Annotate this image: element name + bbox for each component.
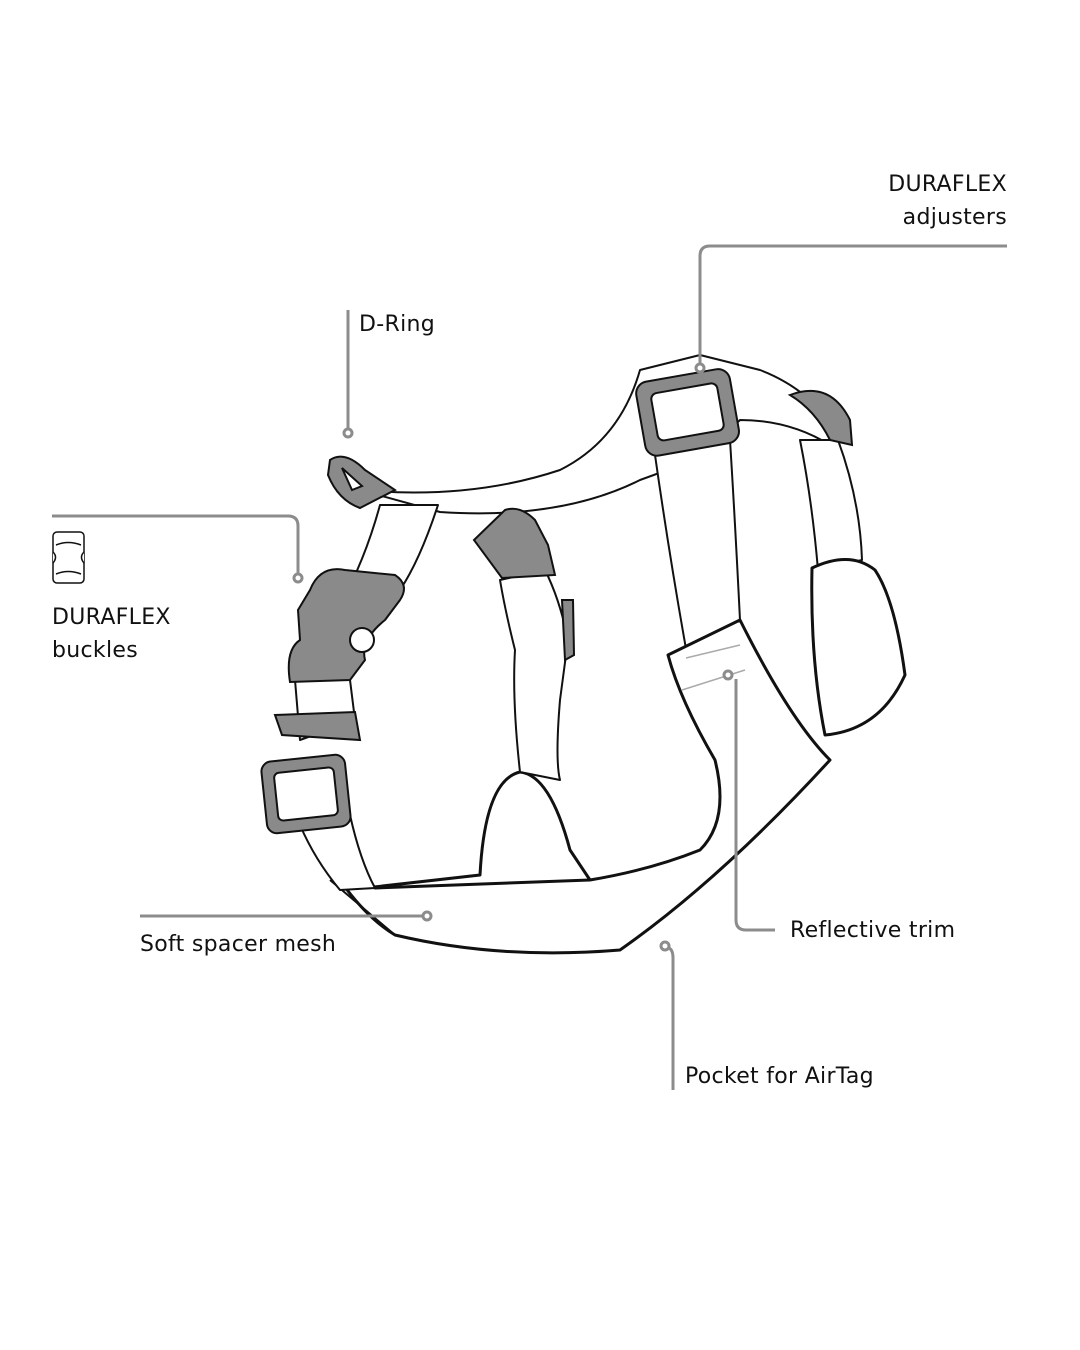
d-ring xyxy=(326,455,397,510)
label-d-ring: D-Ring xyxy=(359,312,435,337)
hardware xyxy=(260,368,854,835)
label-mesh: Soft spacer mesh xyxy=(140,932,337,957)
leader-pocket xyxy=(668,946,675,1090)
harness-body xyxy=(294,354,907,955)
label-adjusters-line1: DURAFLEX xyxy=(888,172,1007,197)
side-buckle xyxy=(287,568,405,684)
label-buckles-line1: DURAFLEX xyxy=(52,605,171,630)
label-adjusters: DURAFLEX adjusters xyxy=(888,168,1007,234)
leader-buckles xyxy=(52,514,300,574)
label-buckles-line2: buckles xyxy=(52,638,138,663)
label-buckles: DURAFLEX buckles xyxy=(52,601,171,667)
label-adjusters-line2: adjusters xyxy=(902,205,1007,230)
leader-adjusters xyxy=(698,244,1007,364)
label-pocket: Pocket for AirTag xyxy=(685,1064,874,1089)
buckle-icon xyxy=(52,531,85,584)
label-reflective: Reflective trim xyxy=(790,918,956,943)
leader-reflective xyxy=(734,679,775,932)
leader-lines xyxy=(52,244,1007,1090)
